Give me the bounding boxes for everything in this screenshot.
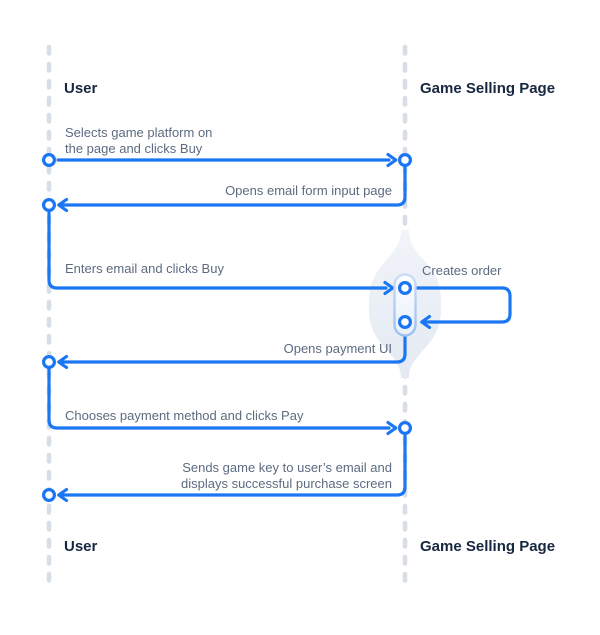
message-label-7-line-1: Sends game key to user’s email and — [182, 460, 392, 475]
arrow-line — [59, 433, 407, 497]
arrowhead-left-icon — [420, 314, 432, 330]
endpoint-circle-page-activation-bottom — [398, 315, 413, 330]
arrow-line — [412, 286, 512, 324]
arrowhead-left-icon — [57, 197, 69, 213]
arrow-line — [59, 327, 407, 364]
endpoint-circle-user-1 — [41, 153, 56, 168]
actor-label-user-bottom: User — [64, 538, 98, 555]
endpoint-circle-page-1 — [398, 153, 413, 168]
message-arrow-2 — [57, 165, 407, 213]
message-arrow-5 — [57, 327, 407, 370]
endpoint-circle-user-4 — [41, 488, 56, 503]
message-arrow-6 — [47, 367, 398, 436]
message-arrow-1 — [56, 152, 398, 168]
endpoint-circle-user-3 — [41, 355, 56, 370]
message-arrow-4-self-loop — [412, 286, 512, 330]
message-label-5: Opens payment UI — [284, 341, 392, 356]
message-label-1-line-2: the page and clicks Buy — [65, 141, 203, 156]
arrow-line — [47, 367, 391, 430]
arrowhead-left-icon — [57, 487, 69, 503]
arrowhead-right-icon — [386, 420, 398, 436]
message-label-4: Creates order — [422, 263, 502, 278]
actor-label-page-top: Game Selling Page — [420, 80, 555, 97]
arrow-line — [47, 210, 388, 290]
message-label-1-line-1: Selects game platform on — [65, 125, 212, 140]
arrowhead-right-icon — [383, 280, 395, 296]
endpoint-circle-page-2 — [398, 421, 413, 436]
actor-label-user-top: User — [64, 80, 98, 97]
message-label-2: Opens email form input page — [225, 183, 392, 198]
message-label-7-line-2: displays successful purchase screen — [181, 476, 392, 491]
arrowhead-right-icon — [386, 152, 398, 168]
endpoint-circle-page-activation-top — [398, 281, 413, 296]
message-arrow-3 — [47, 210, 395, 296]
endpoint-circle-user-2 — [41, 198, 56, 213]
arrow-line — [59, 165, 407, 207]
actor-label-page-bottom: Game Selling Page — [420, 538, 555, 555]
message-arrow-7 — [57, 433, 407, 503]
arrowhead-left-icon — [57, 354, 69, 370]
message-label-6: Chooses payment method and clicks Pay — [65, 408, 304, 423]
message-label-3: Enters email and clicks Buy — [65, 261, 224, 276]
